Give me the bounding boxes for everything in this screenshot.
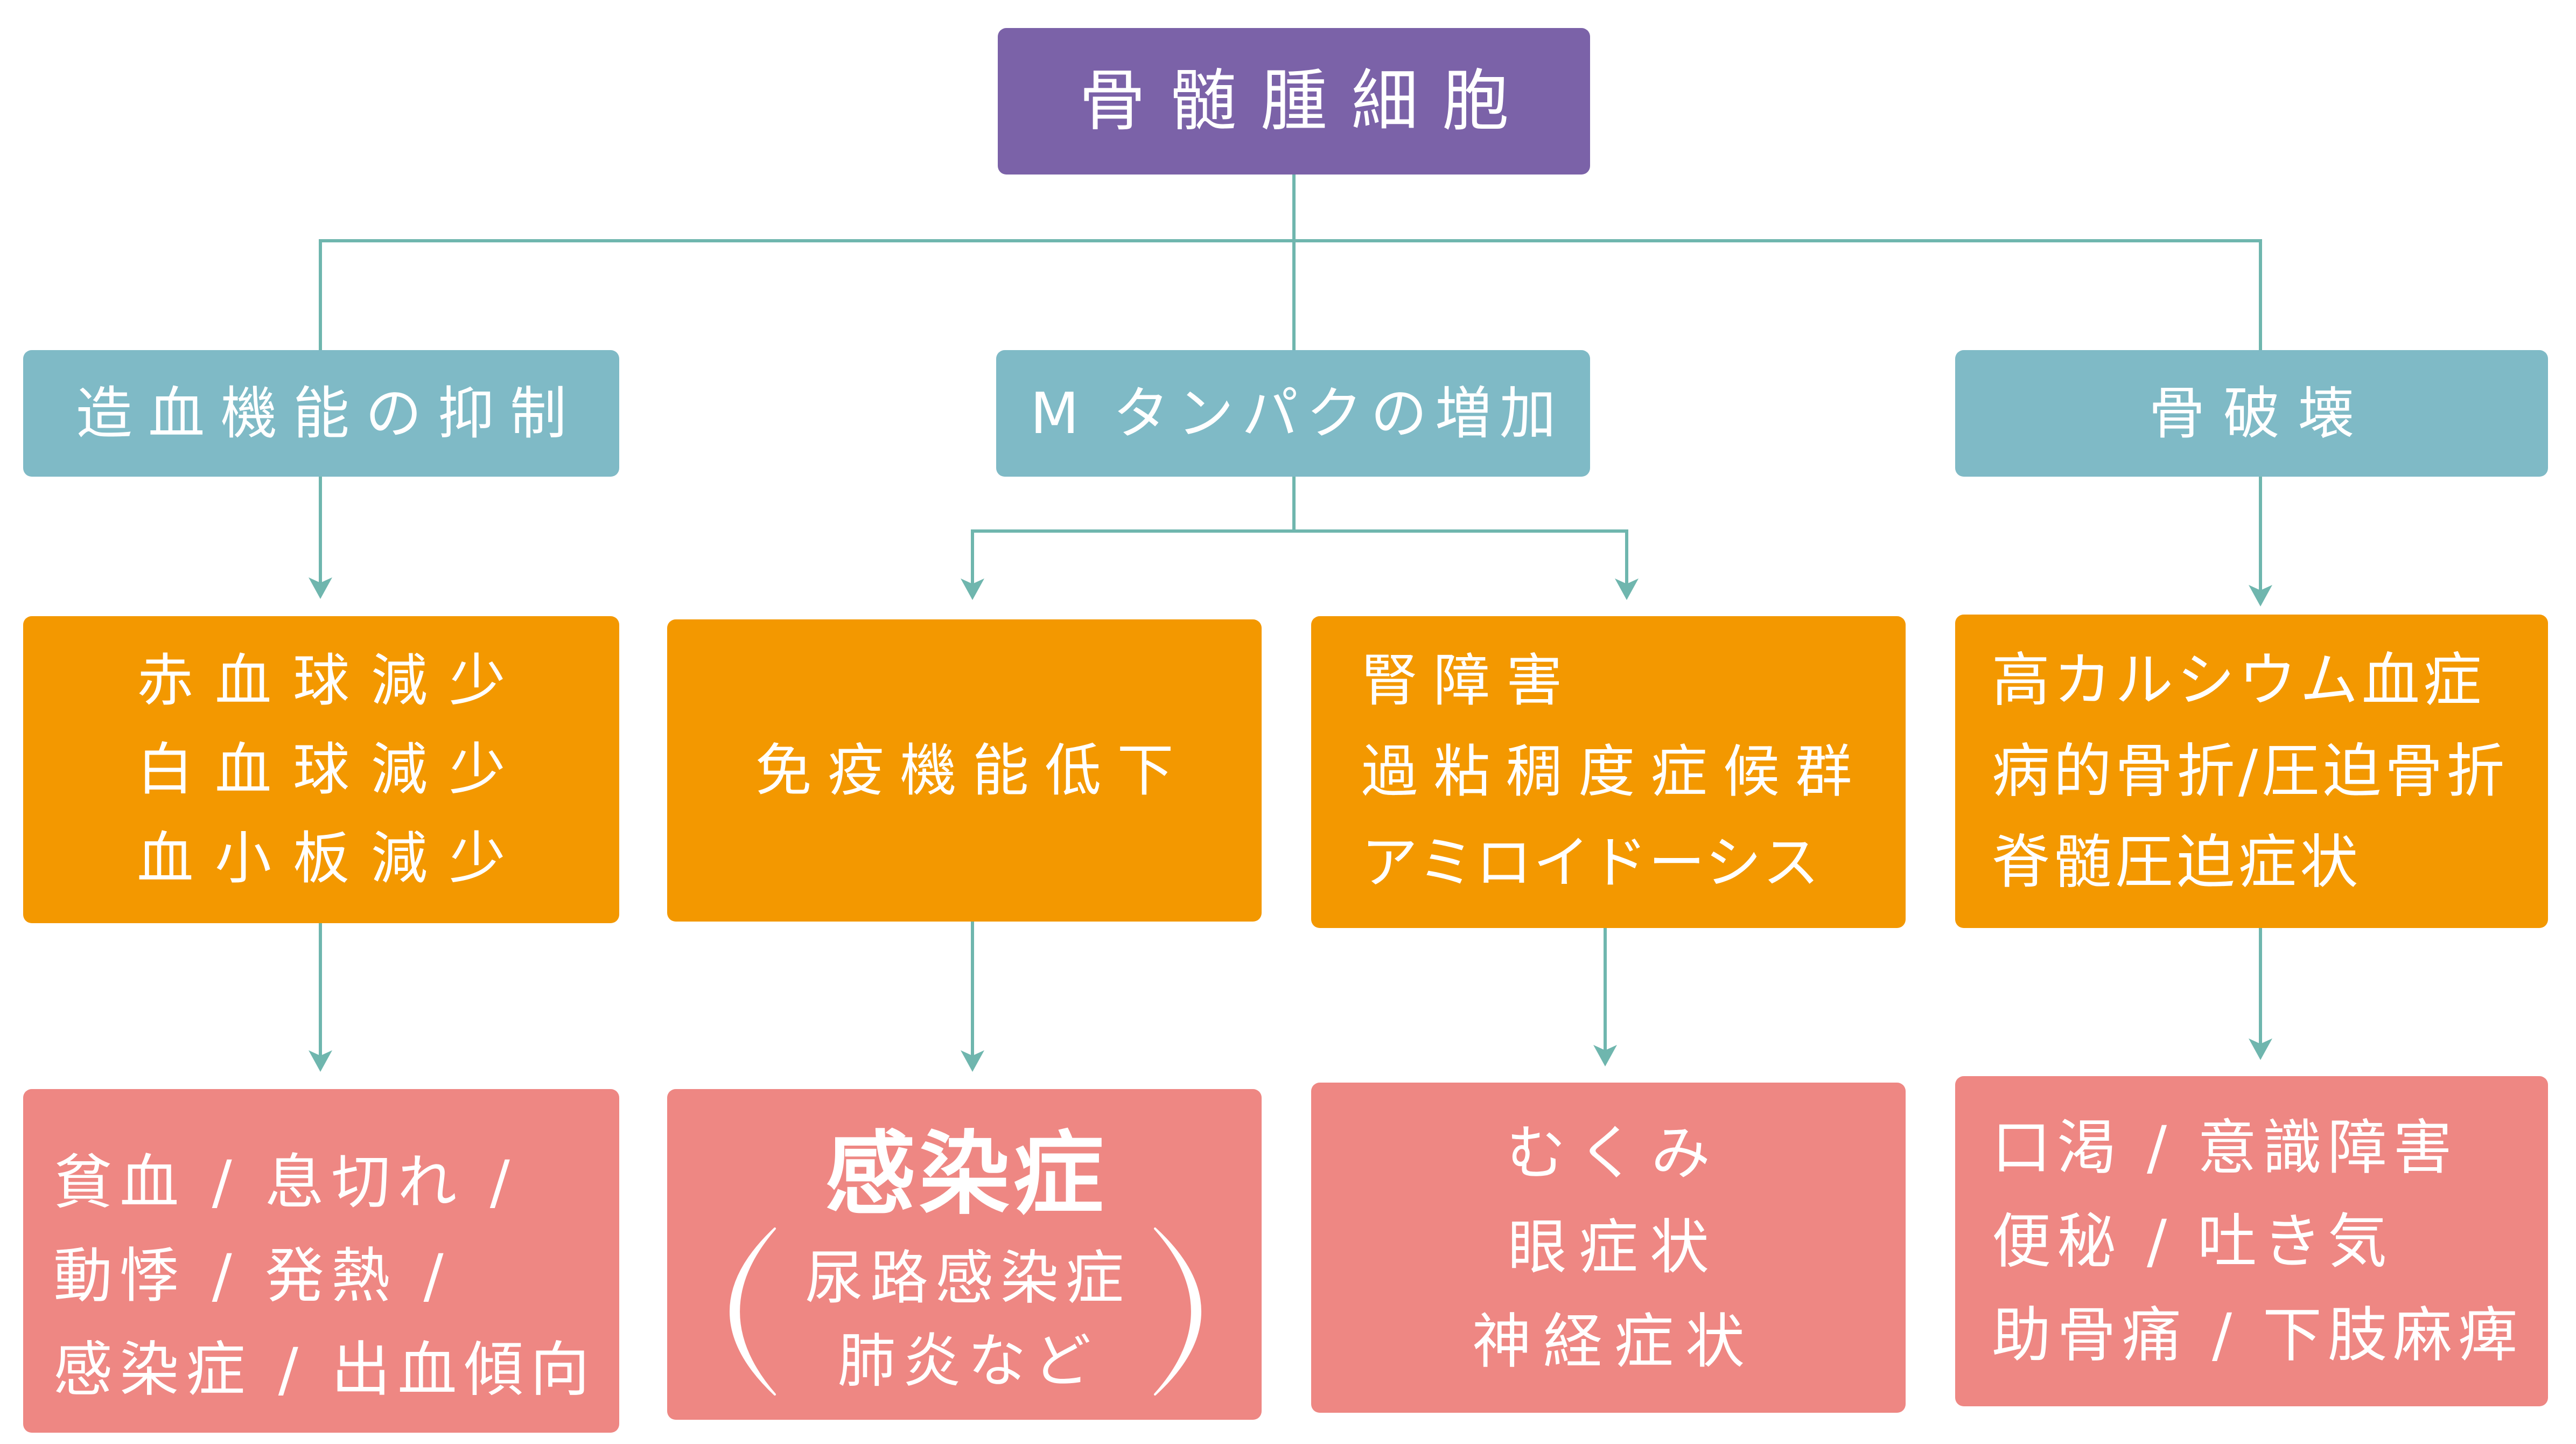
- effect-node-renal: 腎障害 過粘稠度症候群 アミロイドーシス: [1311, 616, 1906, 928]
- effect-node-bone: 高カルシウム血症 病的骨折/圧迫骨折 脊髄圧迫症状: [1955, 615, 2548, 928]
- outcome-line: 貧血 / 息切れ /: [53, 1148, 517, 1217]
- cause-label: M タンパクの増加: [1030, 380, 1564, 447]
- outcome-node-cytopenia-symptoms: 貧血 / 息切れ / 動悸 / 発熱 / 感染症 / 出血傾向: [23, 1089, 619, 1433]
- effect-line: 赤血球減少: [137, 647, 527, 714]
- outcome-line: 口渇 / 意識障害: [1992, 1113, 2458, 1182]
- effect-line: 血小板減少: [137, 825, 527, 891]
- connector-branch-bar: [319, 239, 2262, 350]
- cause-label: 造血機能の抑制: [75, 380, 583, 447]
- outcome-line: 感染症 / 出血傾向: [53, 1335, 597, 1404]
- effect-line: 腎障害: [1361, 648, 1579, 714]
- close-parenthesis: [1154, 1227, 1201, 1396]
- outcome-node-infection: 感染症 尿路感染症 肺炎など: [667, 1089, 1262, 1420]
- connector-cause1-split: [971, 529, 1628, 585]
- effect-node-cytopenia: 赤血球減少 白血球減少 血小板減少: [23, 616, 619, 923]
- outcome-line: 神経症状: [1472, 1307, 1756, 1376]
- outcome-line: むくみ: [1506, 1119, 1723, 1188]
- arrowhead: [2249, 1038, 2272, 1060]
- outcome-details: 尿路感染症 肺炎など: [667, 1237, 1262, 1403]
- effect-line: 過粘稠度症候群: [1361, 739, 1868, 805]
- outcome-line: 助骨痛 / 下肢麻痺: [1992, 1300, 2523, 1370]
- root-node: 骨髄腫細胞: [998, 28, 1590, 175]
- effect-line: 白血球減少: [137, 736, 527, 803]
- effect-node-immune: 免疫機能低下: [667, 619, 1262, 922]
- arrowhead: [309, 1050, 332, 1072]
- arrowhead: [961, 578, 984, 600]
- cause-node-hematopoiesis: 造血機能の抑制: [23, 350, 619, 477]
- outcome-line: 肺炎など: [837, 1328, 1098, 1395]
- outcome-node-bone-symptoms: 口渇 / 意識障害 便秘 / 吐き気 助骨痛 / 下肢麻痺: [1955, 1076, 2548, 1406]
- arrowhead: [309, 577, 332, 599]
- effect-line: 脊髄圧迫症状: [1992, 828, 2362, 896]
- effect-line: アミロイドーシス: [1361, 830, 1821, 896]
- outcome-line: 尿路感染症: [805, 1245, 1131, 1312]
- outcome-line: 動悸 / 発熱 /: [53, 1241, 451, 1310]
- cause-node-m-protein: M タンパクの増加: [996, 350, 1590, 477]
- outcome-line: 眼症状: [1508, 1213, 1721, 1282]
- effect-line: 免疫機能低下: [755, 737, 1189, 804]
- root-label: 骨髄腫細胞: [1079, 62, 1533, 140]
- cause-node-bone-destruction: 骨破壊: [1955, 350, 2548, 477]
- outcome-node-renal-symptoms: むくみ 眼症状 神経症状: [1311, 1083, 1906, 1413]
- cause-label: 骨破壊: [2148, 380, 2373, 447]
- arrowhead: [1593, 1045, 1617, 1066]
- parentheses: [730, 1227, 1201, 1396]
- outcome-line: 便秘 / 吐き気: [1992, 1206, 2393, 1276]
- effect-line: 高カルシウム血症: [1992, 646, 2485, 714]
- effect-line: 病的骨折/圧迫骨折: [1992, 737, 2508, 805]
- outcome-title: 感染症: [825, 1121, 1108, 1227]
- arrowhead: [2249, 585, 2272, 606]
- open-parenthesis: [730, 1227, 776, 1396]
- arrowhead: [961, 1050, 984, 1072]
- arrowhead: [1615, 578, 1639, 600]
